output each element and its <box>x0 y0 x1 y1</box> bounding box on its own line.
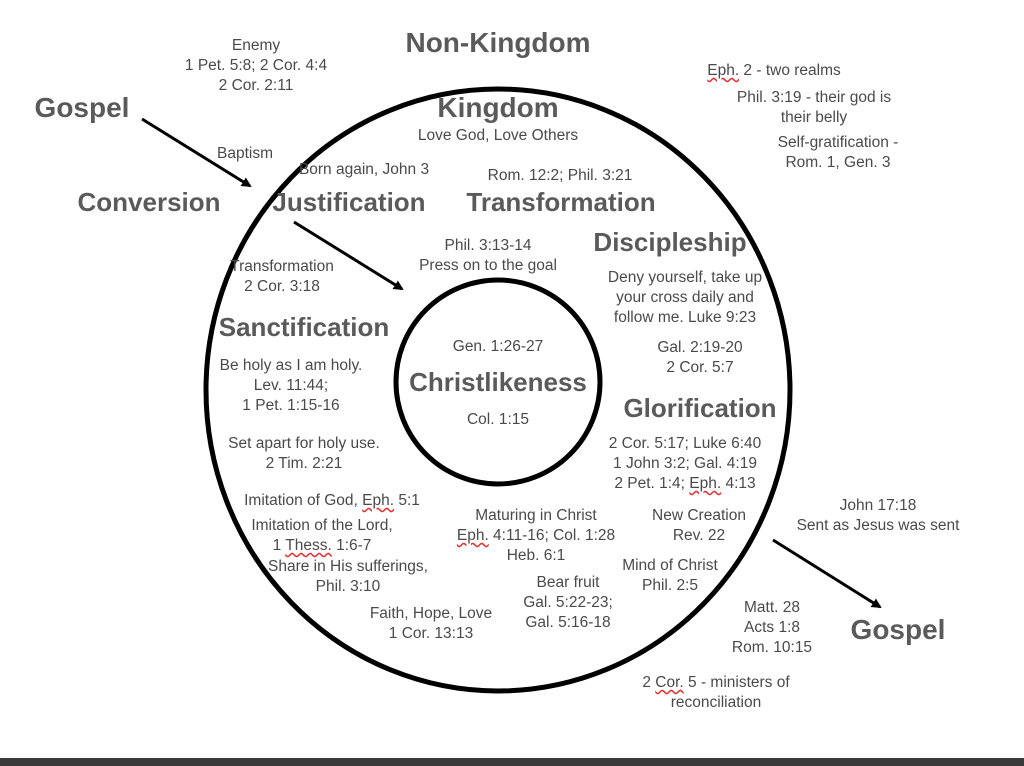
deny-yourself-note: Deny yourself, take up your cross daily … <box>607 269 763 326</box>
justification-label: Justification <box>272 187 426 217</box>
set-apart-note: Set apart for holy use. 2 Tim. 2:21 <box>228 435 380 472</box>
non-kingdom-label: Non-Kingdom <box>405 27 591 58</box>
bear-fruit-note: Bear fruit Gal. 5:22-23; Gal. 5:16-18 <box>523 574 613 631</box>
gospel-in-label: Gospel <box>34 92 130 123</box>
imitation-lord-note: Imitation of the Lord, 1 Thess. 1:6-7 <box>251 517 393 554</box>
phil313-note: Phil. 3:13-14 Press on to the goal <box>419 237 557 274</box>
gal219-note: Gal. 2:19-20 2 Cor. 5:7 <box>657 339 743 376</box>
share-sufferings-note: Share in His sufferings, Phil. 3:10 <box>268 558 428 595</box>
sanctification-label: Sanctification <box>218 312 390 342</box>
justification-arrow <box>293 220 404 291</box>
enemy-note: Enemy 1 Pet. 5:8; 2 Cor. 4:4 2 Cor. 2:11 <box>184 37 328 94</box>
transformation-label: Transformation <box>466 187 656 217</box>
self-gratification-note: Self-gratification - Rom. 1, Gen. 3 <box>777 134 899 171</box>
kingdom-subtitle: Love God, Love Others <box>417 127 579 144</box>
gospel-out-label: Gospel <box>850 614 946 645</box>
gen126-note: Gen. 1:26-27 <box>452 338 544 355</box>
baptism-note: Baptism <box>217 145 273 162</box>
born-again-note: Born again, John 3 <box>298 161 430 178</box>
john1718-note: John 17:18 Sent as Jesus was sent <box>796 497 960 534</box>
ministers-note: 2 Cor. 5 - ministers of reconciliation <box>642 674 790 711</box>
imitation-god-note: Imitation of God, Eph. 5:1 <box>244 492 420 509</box>
great-commission-note: Matt. 28 Acts 1:8 Rom. 10:15 <box>731 599 813 656</box>
kingdom-label: Kingdom <box>437 92 559 123</box>
glorification-refs-note: 2 Cor. 5:17; Luke 6:40 1 John 3:2; Gal. … <box>608 435 762 492</box>
glorification-label: Glorification <box>623 393 777 423</box>
mind-of-christ-note: Mind of Christ Phil. 2:5 <box>622 557 718 594</box>
transformation-note: Transformation 2 Cor. 3:18 <box>230 258 334 295</box>
new-creation-note: New Creation Rev. 22 <box>652 507 746 544</box>
christlikeness-circle <box>393 277 603 487</box>
gospel-out-arrow <box>772 538 882 609</box>
discipleship-label: Discipleship <box>593 227 747 257</box>
col115-note: Col. 1:15 <box>466 411 530 428</box>
faith-hope-love-note: Faith, Hope, Love 1 Cor. 13:13 <box>369 605 493 642</box>
conversion-label: Conversion <box>77 187 221 217</box>
be-holy-note: Be holy as I am holy. Lev. 11:44; 1 Pet.… <box>219 357 363 414</box>
two-realms-note: Eph. 2 - two realms <box>707 62 841 79</box>
bottom-border <box>0 758 1024 766</box>
rom122-note: Rom. 12:2; Phil. 3:21 <box>487 167 633 184</box>
phil319-note: Phil. 3:19 - their god is their belly <box>736 89 892 126</box>
maturing-note: Maturing in Christ Eph. 4:11-16; Col. 1:… <box>456 507 616 564</box>
kingdom-circle <box>203 86 793 694</box>
christlikeness-label: Christlikeness <box>409 367 587 397</box>
gospel-in-arrow <box>141 117 252 188</box>
